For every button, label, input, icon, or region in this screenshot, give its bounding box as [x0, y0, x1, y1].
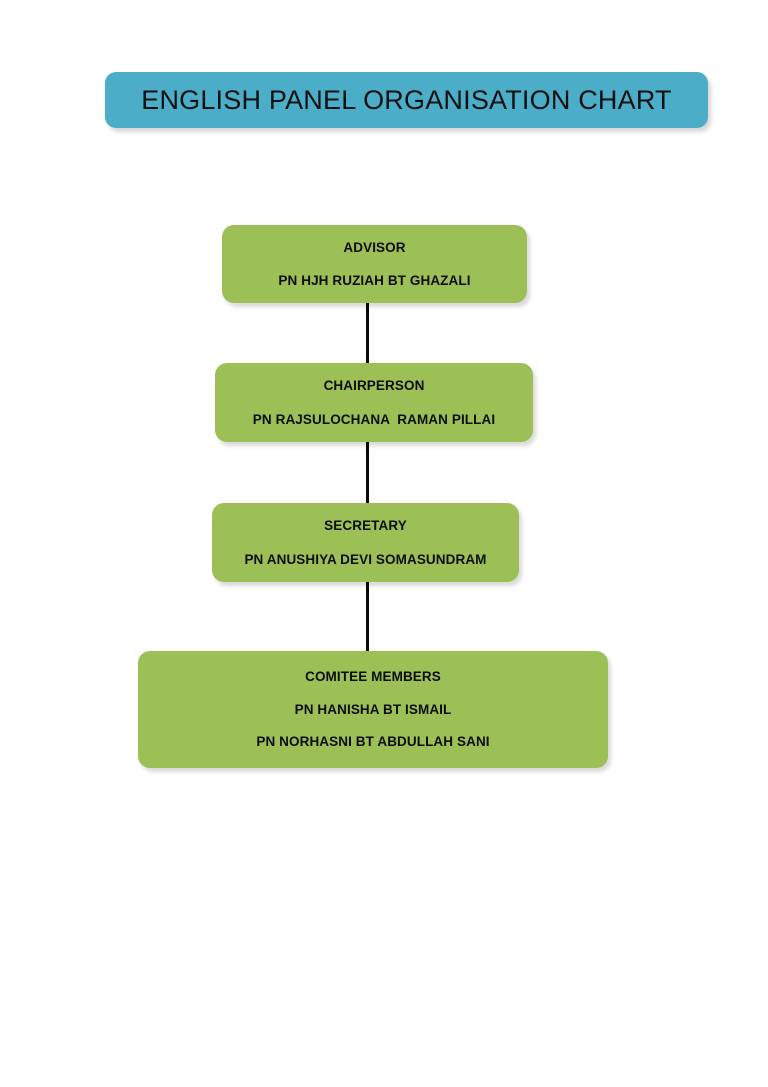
org-node-secretary-person: PN ANUSHIYA DEVI SOMASUNDRAM — [244, 551, 487, 567]
page-title: ENGLISH PANEL ORGANISATION CHART — [141, 84, 672, 115]
org-node-chairperson-person: PN RAJSULOCHANA RAMAN PILLAI — [252, 411, 496, 427]
chart-title-banner: ENGLISH PANEL ORGANISATION CHART — [105, 72, 708, 128]
org-node-committee: COMITEE MEMBERS PN HANISHA BT ISMAIL PN … — [138, 651, 608, 768]
org-node-chairperson: CHAIRPERSON PN RAJSULOCHANA RAMAN PILLAI — [215, 363, 533, 442]
org-node-advisor-person: PN HJH RUZIAH BT GHAZALI — [278, 273, 471, 288]
connector-advisor-to-chairperson — [366, 300, 369, 366]
org-node-committee-person-2: PN NORHASNI BT ABDULLAH SANI — [256, 734, 490, 750]
org-node-chairperson-role: CHAIRPERSON — [323, 378, 425, 393]
org-node-secretary-role: SECRETARY — [324, 518, 407, 533]
connector-chairperson-to-secretary — [366, 439, 369, 506]
org-node-committee-person-1: PN HANISHA BT ISMAIL — [294, 701, 452, 717]
org-node-committee-role: COMITEE MEMBERS — [305, 669, 441, 685]
org-node-advisor: ADVISOR PN HJH RUZIAH BT GHAZALI — [222, 225, 527, 303]
connector-secretary-to-committee — [366, 579, 369, 654]
org-node-advisor-role: ADVISOR — [343, 239, 406, 255]
org-node-secretary: SECRETARY PN ANUSHIYA DEVI SOMASUNDRAM — [212, 503, 519, 582]
